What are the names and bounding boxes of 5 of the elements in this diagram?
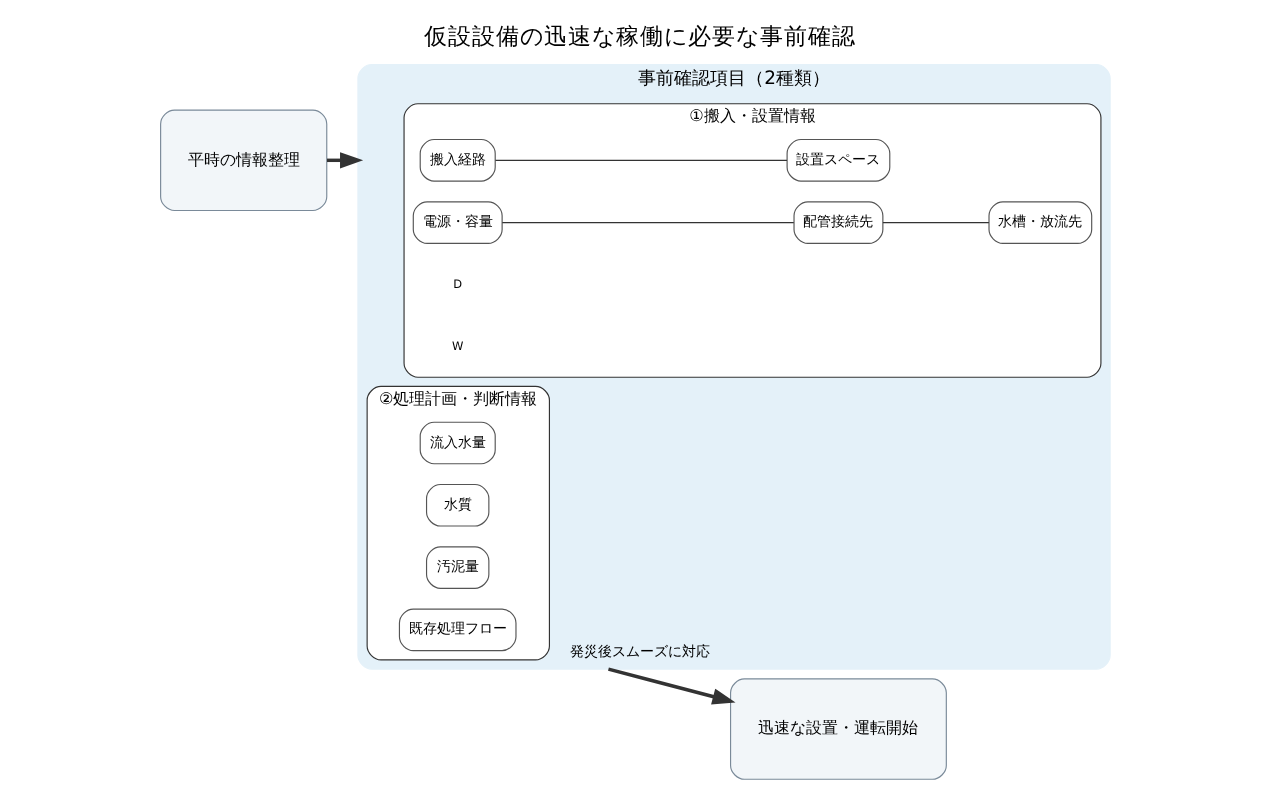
- diagram-title: 仮設設備の迅速な稼働に必要な事前確認: [424, 21, 856, 50]
- connector: [882, 222, 990, 224]
- arrow: [608, 667, 736, 705]
- connector: [494, 159, 788, 161]
- connector: [501, 222, 795, 224]
